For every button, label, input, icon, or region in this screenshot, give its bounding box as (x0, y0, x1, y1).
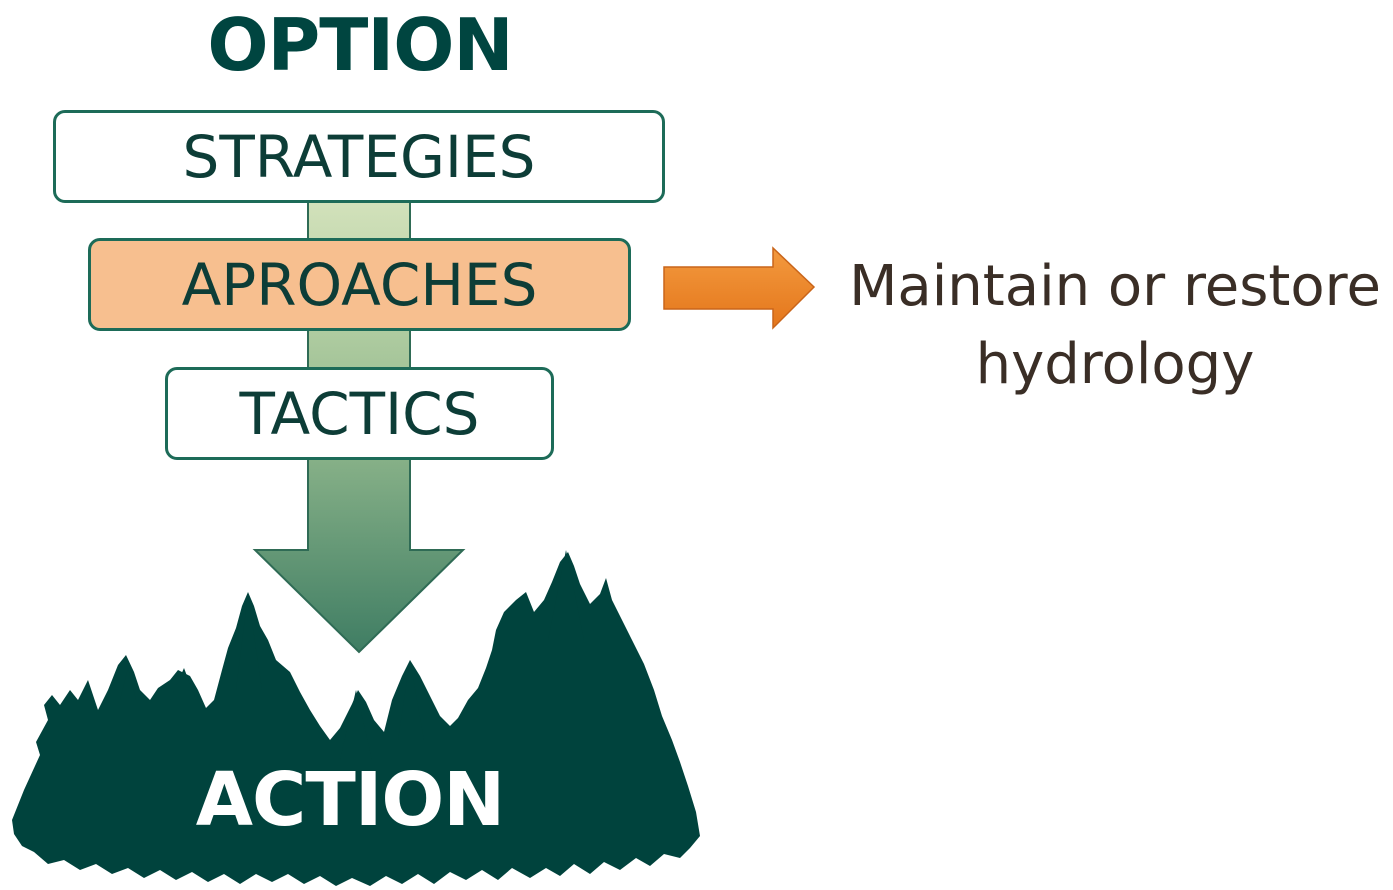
right-arrow-icon (663, 246, 816, 330)
approach-note: Maintain or restore hydrology (835, 248, 1393, 404)
strategies-label: STRATEGIES (182, 123, 536, 191)
approaches-label: APROACHES (181, 251, 538, 319)
approach-note-line1: Maintain or restore (849, 254, 1381, 319)
diagram-title: OPTION (207, 3, 513, 87)
action-label: ACTION (195, 757, 505, 843)
tree-silhouette-icon (12, 550, 700, 886)
tactics-box: TACTICS (165, 367, 554, 460)
approaches-box: APROACHES (88, 238, 631, 331)
strategies-box: STRATEGIES (53, 110, 665, 203)
approach-note-line2: hydrology (975, 332, 1255, 397)
tactics-label: TACTICS (239, 380, 480, 448)
